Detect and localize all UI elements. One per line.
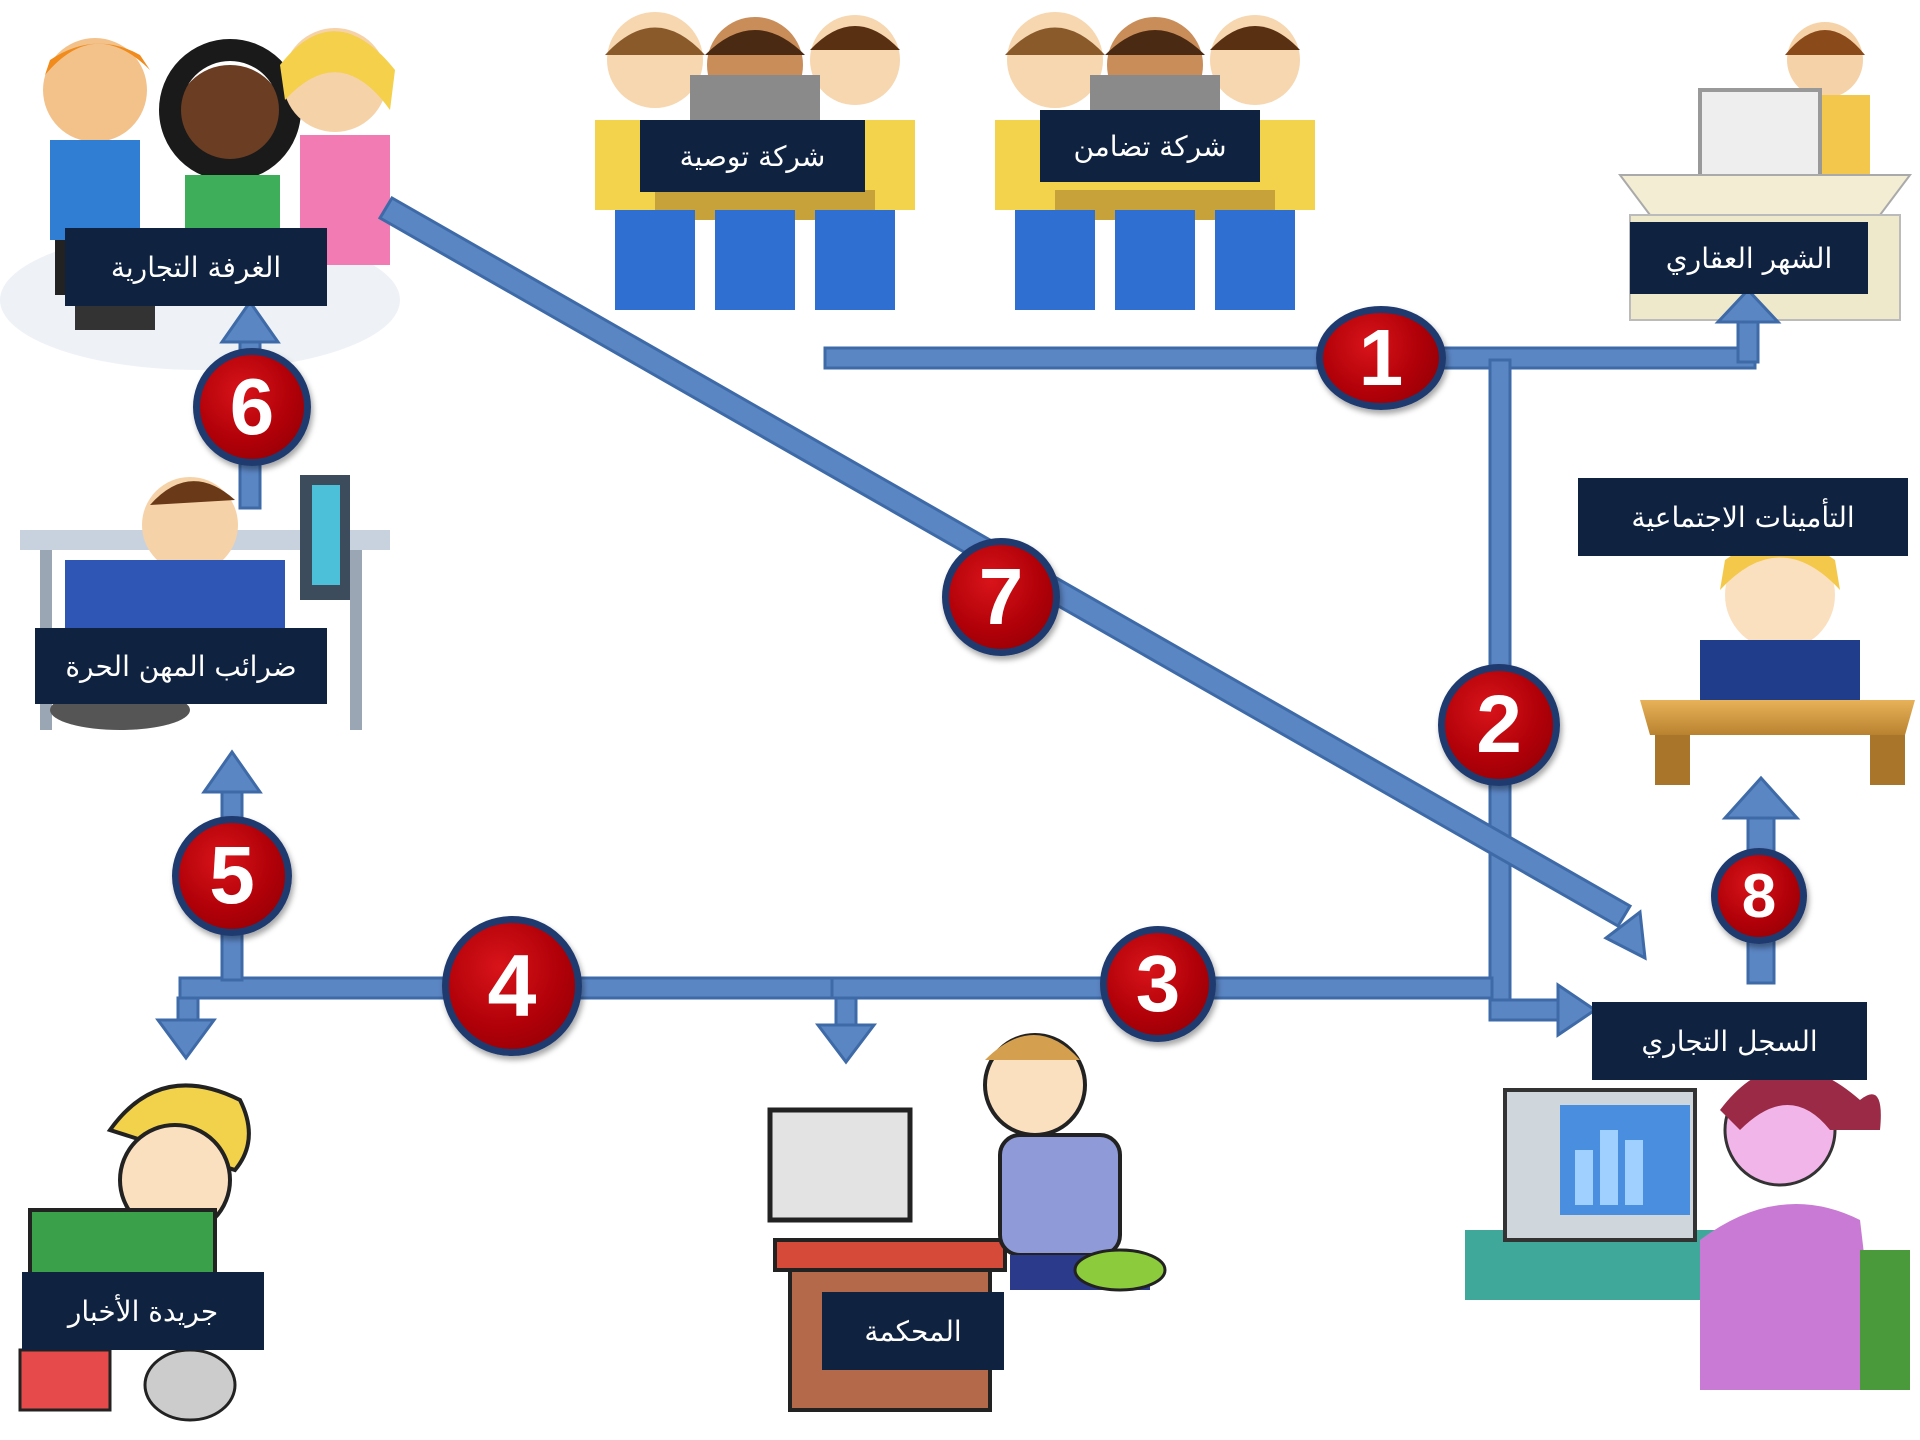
step-badge-5: 5: [172, 816, 292, 936]
boy-thinking-icon: [18, 1083, 251, 1422]
connector-8-head: [1721, 775, 1801, 820]
woman-at-computer-icon: [1465, 1067, 1910, 1390]
label-court: المحكمة: [822, 1292, 1004, 1370]
label-partnership-company: شركة تضامن: [1040, 110, 1260, 182]
label-land-registry: الشهر العقاري: [1630, 222, 1868, 294]
connector-2-head: [1556, 982, 1598, 1038]
connector-1-line: [823, 346, 1757, 370]
step-badge-1: 1: [1316, 306, 1446, 410]
children-at-computer-icon: [0, 28, 400, 370]
label-professions-tax: ضرائب المهن الحرة: [35, 628, 327, 704]
label-social-insurance: التأمينات الاجتماعية: [1578, 478, 1908, 556]
step-badge-6: 6: [193, 348, 311, 466]
connector-2-foot: [1488, 998, 1562, 1022]
label-commercial-register: السجل التجاري: [1592, 1002, 1867, 1080]
connector-1-riser: [1736, 320, 1760, 364]
label-chamber-of-commerce: الغرفة التجارية: [65, 228, 327, 306]
label-limited-partnership: شركة توصية: [640, 120, 865, 192]
step-badge-7: 7: [942, 538, 1060, 656]
label-newspaper: جريدة الأخبار: [22, 1272, 264, 1350]
step-badge-4: 4: [442, 916, 582, 1056]
connector-7-head: [1603, 909, 1647, 961]
step-badge-2: 2: [1438, 664, 1560, 786]
connector-4-head: [155, 1018, 217, 1061]
step-badge-3: 3: [1100, 926, 1216, 1042]
step-badge-8: 8: [1711, 848, 1807, 944]
connector-6-head: [219, 299, 281, 344]
student-writing-icon: [1640, 540, 1915, 785]
connector-1-head: [1714, 287, 1782, 324]
connector-5-head: [201, 749, 263, 794]
connector-3-head: [814, 1023, 878, 1065]
